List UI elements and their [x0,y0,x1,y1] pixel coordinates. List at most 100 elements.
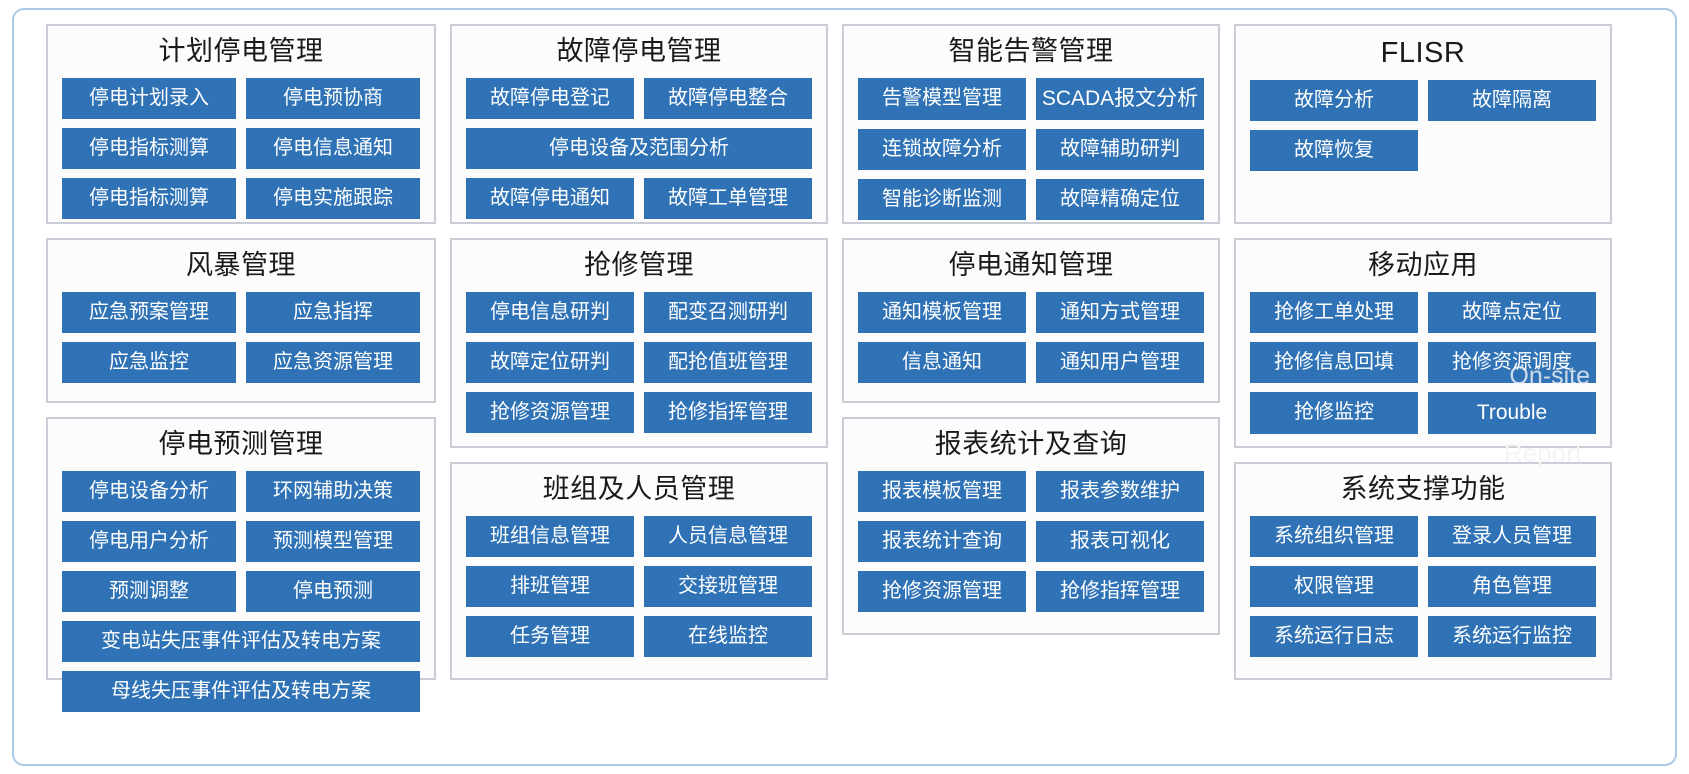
panel-title: 风暴管理 [186,250,296,280]
panel-storm-management: 风暴管理 应急预案管理 应急指挥 应急监控 应急资源管理 [46,238,436,403]
module-button-outage-info-judgment[interactable]: 停电信息研判 [466,291,634,333]
module-button-fault-analysis[interactable]: 故障分析 [1250,80,1418,122]
panel-title: 智能告警管理 [948,36,1114,66]
module-button-transformer-polling-judgment[interactable]: 配变召测研判 [644,291,812,333]
module-button-fault-point-location[interactable]: 故障点定位 [1428,291,1596,333]
module-button-fault-outage-notification[interactable]: 故障停电通知 [466,177,634,219]
module-button-fault-location-judgment[interactable]: 故障定位研判 [466,341,634,383]
panel-team-and-personnel-management: 班组及人员管理 班组信息管理 人员信息管理 排班管理 交接班管理 任务管理 在线… [450,462,828,680]
module-button-ring-network-decision-support[interactable]: 环网辅助决策 [246,470,420,512]
button-row: 智能诊断监测 故障精确定位 [858,178,1204,220]
panel-title: 抢修管理 [584,250,694,280]
module-button-repair-resource-dispatch[interactable]: 抢修资源调度 [1428,341,1596,383]
panel-outage-notification-management: 停电通知管理 通知模板管理 通知方式管理 信息通知 通知用户管理 [842,238,1220,403]
panel-title: FLISR [1380,37,1466,69]
module-button-system-organization-management[interactable]: 系统组织管理 [1250,515,1418,557]
module-button-fault-restoration[interactable]: 故障恢复 [1250,130,1418,172]
module-button-scada-message-analysis[interactable]: SCADA报文分析 [1036,77,1204,120]
button-row: 报表统计查询 报表可视化 [858,520,1204,562]
module-button-substation-voltage-loss-assessment[interactable]: 变电站失压事件评估及转电方案 [62,620,420,662]
module-button-fault-isolation[interactable]: 故障隔离 [1428,80,1596,122]
module-button-report-template-management[interactable]: 报表模板管理 [858,470,1026,512]
module-button-repair-info-backfill[interactable]: 抢修信息回填 [1250,341,1418,383]
module-button-repair-duty-management[interactable]: 配抢值班管理 [644,341,812,383]
panel-emergency-repair-management: 抢修管理 停电信息研判 配变召测研判 故障定位研判 配抢值班管理 抢修资源管理 … [450,238,828,448]
module-button-outage-user-analysis[interactable]: 停电用户分析 [62,520,236,562]
module-button-login-personnel-management[interactable]: 登录人员管理 [1428,515,1596,557]
module-button-system-operation-monitoring[interactable]: 系统运行监控 [1428,615,1596,657]
column-1: 计划停电管理 停电计划录入 停电预协商 停电指标测算 停电信息通知 停电指标测算… [46,24,436,712]
module-button-repair-command-management-report[interactable]: 抢修指挥管理 [1036,570,1204,612]
button-row: 连锁故障分析 故障辅助研判 [858,128,1204,170]
module-button-fault-outage-consolidation[interactable]: 故障停电整合 [644,77,812,119]
module-button-repair-resource-management-report[interactable]: 抢修资源管理 [858,570,1026,612]
module-button-notification-user-management[interactable]: 通知用户管理 [1036,341,1204,383]
panel-title: 计划停电管理 [158,36,324,66]
module-button-emergency-monitoring[interactable]: 应急监控 [62,341,236,383]
module-button-cascading-fault-analysis[interactable]: 连锁故障分析 [858,128,1026,170]
module-button-team-info-management[interactable]: 班组信息管理 [466,515,634,557]
module-button-repair-work-order-handling[interactable]: 抢修工单处理 [1250,291,1418,333]
module-button-online-monitoring[interactable]: 在线监控 [644,615,812,657]
module-button-intelligent-diagnosis-monitoring[interactable]: 智能诊断监测 [858,178,1026,220]
module-button-system-operation-log[interactable]: 系统运行日志 [1250,615,1418,657]
module-button-outage-index-calc-2[interactable]: 停电指标测算 [62,177,236,219]
button-grid: 应急预案管理 应急指挥 应急监控 应急资源管理 [62,291,420,383]
module-button-outage-plan-entry[interactable]: 停电计划录入 [62,77,236,119]
button-row: 故障停电通知 故障工单管理 [466,177,812,219]
module-button-personnel-info-management[interactable]: 人员信息管理 [644,515,812,557]
module-button-forecast-adjustment[interactable]: 预测调整 [62,570,236,612]
panel-title: 移动应用 [1368,250,1478,280]
button-row: 停电用户分析 预测模型管理 [62,520,420,562]
panel-report-statistics-and-query: 报表统计及查询 报表模板管理 报表参数维护 报表统计查询 报表可视化 抢修资源管… [842,417,1220,635]
button-grid: 通知模板管理 通知方式管理 信息通知 通知用户管理 [858,291,1204,383]
module-button-outage-info-notify[interactable]: 停电信息通知 [246,127,420,169]
button-row: 系统运行日志 系统运行监控 [1250,615,1596,657]
module-button-permission-management[interactable]: 权限管理 [1250,565,1418,607]
module-button-forecast-model-management[interactable]: 预测模型管理 [246,520,420,562]
button-row: 故障恢复 [1250,130,1596,172]
module-button-repair-resource-management[interactable]: 抢修资源管理 [466,391,634,433]
button-grid: 系统组织管理 登录人员管理 权限管理 角色管理 系统运行日志 系统运行监控 [1250,515,1596,657]
module-button-outage-execution-tracking[interactable]: 停电实施跟踪 [246,177,420,219]
button-row: 停电信息研判 配变召测研判 [466,291,812,333]
module-button-role-management[interactable]: 角色管理 [1428,565,1596,607]
module-button-report-parameter-maintenance[interactable]: 报表参数维护 [1036,470,1204,512]
module-button-precise-fault-location[interactable]: 故障精确定位 [1036,178,1204,220]
module-button-fault-work-order-management[interactable]: 故障工单管理 [644,177,812,219]
button-row: 信息通知 通知用户管理 [858,341,1204,383]
module-button-repair-command-management[interactable]: 抢修指挥管理 [644,391,812,433]
module-button-outage-index-calc-1[interactable]: 停电指标测算 [62,127,236,169]
module-button-outage-equipment-analysis[interactable]: 停电设备分析 [62,470,236,512]
module-button-information-notification[interactable]: 信息通知 [858,341,1026,383]
module-button-emergency-resource-management[interactable]: 应急资源管理 [246,341,420,383]
panel-title: 停电预测管理 [158,429,324,459]
button-row: 抢修监控 Trouble [1250,391,1596,434]
module-button-notification-method-management[interactable]: 通知方式管理 [1036,291,1204,333]
module-button-busbar-voltage-loss-assessment[interactable]: 母线失压事件评估及转电方案 [62,670,420,712]
module-button-report-visualization[interactable]: 报表可视化 [1036,520,1204,562]
module-button-outage-pre-negotiation[interactable]: 停电预协商 [246,77,420,119]
module-button-shift-scheduling[interactable]: 排班管理 [466,565,634,607]
module-button-emergency-plan-management[interactable]: 应急预案管理 [62,291,236,333]
module-button-trouble[interactable]: Trouble [1428,391,1596,434]
module-button-notification-template-management[interactable]: 通知模板管理 [858,291,1026,333]
module-button-shift-handover-management[interactable]: 交接班管理 [644,565,812,607]
module-button-fault-outage-registration[interactable]: 故障停电登记 [466,77,634,119]
module-button-outage-forecast[interactable]: 停电预测 [246,570,420,612]
button-row: 故障分析 故障隔离 [1250,80,1596,122]
column-3: 智能告警管理 告警模型管理 SCADA报文分析 连锁故障分析 故障辅助研判 智能… [842,24,1220,680]
button-row: 系统组织管理 登录人员管理 [1250,515,1596,557]
panel-title: 班组及人员管理 [542,474,736,504]
module-button-repair-monitoring[interactable]: 抢修监控 [1250,391,1418,434]
module-button-task-management[interactable]: 任务管理 [466,615,634,657]
button-grid: 班组信息管理 人员信息管理 排班管理 交接班管理 任务管理 在线监控 [466,515,812,657]
module-button-fault-assisted-judgment[interactable]: 故障辅助研判 [1036,128,1204,170]
button-row: 排班管理 交接班管理 [466,565,812,607]
module-button-alarm-model-management[interactable]: 告警模型管理 [858,77,1026,120]
module-button-outage-equipment-scope-analysis[interactable]: 停电设备及范围分析 [466,127,812,169]
column-2: 故障停电管理 故障停电登记 故障停电整合 停电设备及范围分析 故障停电通知 故障… [450,24,828,680]
module-button-report-statistics-query[interactable]: 报表统计查询 [858,520,1026,562]
module-button-emergency-command[interactable]: 应急指挥 [246,291,420,333]
